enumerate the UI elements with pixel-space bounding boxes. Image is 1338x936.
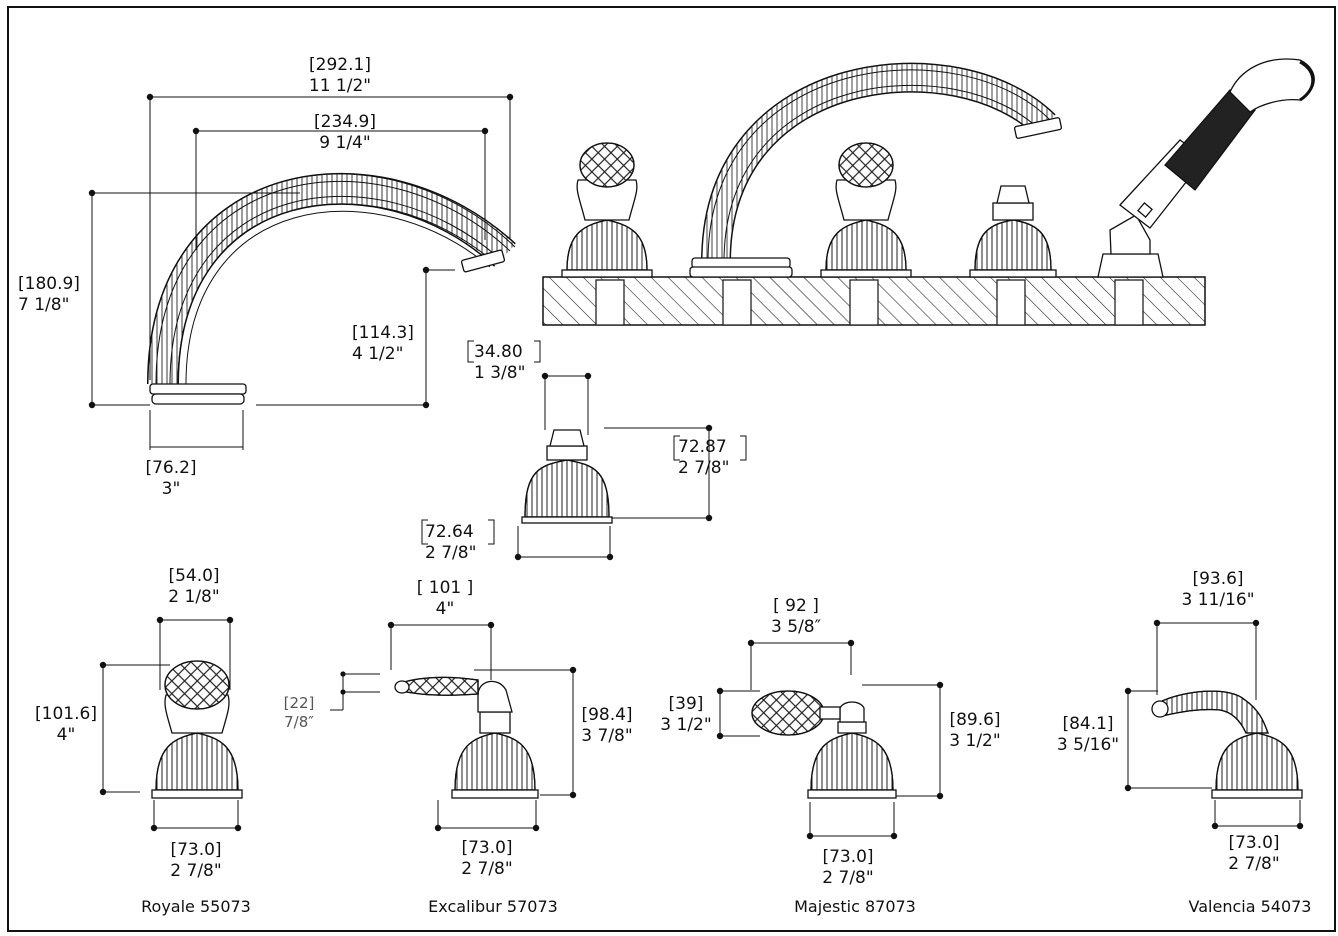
- dim-mm: [39]: [668, 694, 704, 714]
- majestic-handle: [719, 642, 941, 838]
- dim-in: 2 7/8": [1228, 854, 1280, 874]
- dim-mm: [292.1]: [309, 55, 371, 75]
- dim-majestic-lever: [39]3 1/2": [650, 694, 722, 736]
- dim-in: 4 1/2": [352, 344, 404, 364]
- dim-royale-top: [54.0]2 1/8": [158, 566, 230, 608]
- dim-excalibur-height: [98.4]3 7/8": [576, 705, 638, 747]
- dim-in: 3 5/8″: [771, 617, 821, 637]
- dim-spout-outlet-height: [114.3]4 1/2": [352, 323, 424, 365]
- dim-in: 2 7/8": [425, 543, 477, 563]
- dim-in: 11 1/2": [308, 76, 372, 96]
- dim-in: 1 3/8": [474, 363, 526, 383]
- dim-in: 3 11/16": [1181, 590, 1255, 610]
- dim-in: 7 1/8": [18, 295, 70, 315]
- dim-mm: [54.0]: [168, 566, 220, 586]
- dim-in: 2 7/8": [461, 859, 513, 879]
- dim-mm: [234.9]: [314, 112, 376, 132]
- dim-in: 3 7/8": [581, 726, 633, 746]
- dim-mm: [84.1]: [1062, 714, 1114, 734]
- dim-mm: 34.80: [474, 342, 523, 362]
- dim-mm: [93.6]: [1192, 569, 1244, 589]
- dim-royale-base: [73.0]2 7/8": [160, 840, 232, 882]
- dim-in: 7/8″: [284, 713, 314, 731]
- dim-mm: [114.3]: [352, 323, 414, 343]
- dim-mm: [180.9]: [18, 274, 80, 294]
- dim-mm: [ 92 ]: [773, 596, 819, 616]
- dim-mm: 72.64: [425, 522, 474, 542]
- royale-handle: [102, 619, 243, 830]
- spout-dimension-lines: [91, 96, 511, 450]
- dim-in: 4": [56, 725, 76, 745]
- dim-spout-width-outer: [292.1]11 1/2": [285, 55, 395, 97]
- dim-in: 3": [161, 479, 181, 499]
- caption-valencia: Valencia 54073: [1188, 897, 1312, 916]
- diverter-detail: [517, 375, 710, 558]
- dim-mm: [22]: [283, 694, 315, 712]
- excalibur-handle: [330, 624, 574, 830]
- caption-majestic: Majestic 87073: [794, 897, 916, 916]
- dim-in: 3 1/2": [949, 731, 1001, 751]
- spout-side-view: [147, 172, 516, 405]
- dim-in: 2 1/8": [168, 587, 220, 607]
- dim-in: 2 7/8": [170, 861, 222, 881]
- dim-excalibur-width: [ 101 ]4": [400, 578, 490, 620]
- dim-excalibur-lever: [22]7/8″: [274, 694, 324, 732]
- dimension-dots: [88, 93, 1304, 840]
- dim-mm: [73.0]: [461, 838, 513, 858]
- deck-assembly: [542, 58, 1315, 326]
- caption-royale: Royale 55073: [141, 897, 251, 916]
- dim-mm: [101.6]: [35, 704, 97, 724]
- dim-valencia-height: [84.1]3 5/16": [1048, 714, 1128, 756]
- dim-mm: 72.87: [678, 437, 727, 457]
- dim-spout-width-inner: [234.9]9 1/4": [290, 112, 400, 154]
- dim-in: 3 1/2": [660, 715, 712, 735]
- drawing-border: [7, 6, 1336, 932]
- dim-in: 2 7/8": [822, 868, 874, 888]
- dim-majestic-width: [ 92 ]3 5/8″: [751, 596, 841, 638]
- dim-majestic-height: [89.6]3 1/2": [945, 710, 1005, 752]
- dim-excalibur-base: [73.0]2 7/8": [451, 838, 523, 880]
- dim-valencia-base: [73.0]2 7/8": [1218, 833, 1290, 875]
- dim-mm: [73.0]: [822, 847, 874, 867]
- dim-spout-base: [76.2]3": [135, 458, 207, 500]
- valencia-handle: [1127, 622, 1303, 828]
- dim-in: 9 1/4": [319, 133, 371, 153]
- dim-in: 4": [435, 599, 455, 619]
- dim-valencia-width: [93.6]3 11/16": [1163, 569, 1273, 611]
- dim-mm: [ 101 ]: [416, 578, 474, 598]
- dim-royale-height: [101.6]4": [30, 704, 102, 746]
- dim-mm: [76.2]: [145, 458, 197, 478]
- dim-mm: [98.4]: [581, 705, 633, 725]
- dim-mm: [73.0]: [170, 840, 222, 860]
- caption-excalibur: Excalibur 57073: [428, 897, 558, 916]
- dim-spout-height: [180.9]7 1/8": [18, 274, 90, 316]
- dim-mm: [89.6]: [949, 710, 1001, 730]
- dim-mm: [73.0]: [1228, 833, 1280, 853]
- dim-in: 3 5/16": [1056, 735, 1120, 755]
- dim-majestic-base: [73.0]2 7/8": [812, 847, 884, 889]
- dim-in: 2 7/8": [678, 458, 730, 478]
